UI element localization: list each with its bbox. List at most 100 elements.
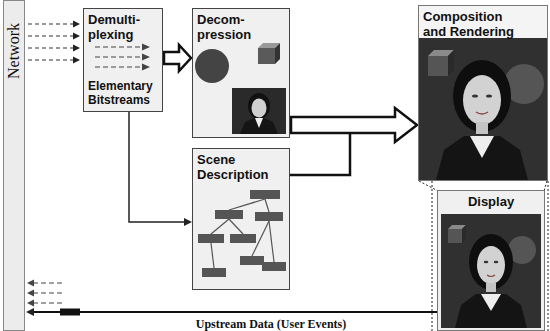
upstream-dashes-part bbox=[27, 290, 34, 297]
rendered-scene-part bbox=[428, 56, 448, 76]
block-arrow bbox=[291, 108, 417, 142]
scene-tree-part bbox=[265, 199, 269, 212]
bitstream-arrows-part bbox=[95, 66, 142, 67]
bitstream-arrows-part bbox=[95, 56, 142, 57]
media-objects-part bbox=[248, 93, 270, 119]
bitstream-arrows bbox=[95, 44, 150, 71]
arrowhead bbox=[73, 57, 80, 64]
connector bbox=[26, 308, 437, 316]
connector bbox=[291, 108, 417, 142]
box-fill-part bbox=[83, 8, 163, 112]
scene-tree-part bbox=[211, 243, 214, 268]
box-fill-part bbox=[418, 5, 548, 181]
process-box: Scene Description bbox=[192, 148, 290, 290]
box-fill bbox=[3, 0, 548, 331]
zoom-lines-part bbox=[548, 181, 549, 331]
display-screen-part bbox=[484, 261, 489, 263]
display-screen-part bbox=[487, 275, 495, 277]
display-screen-part bbox=[462, 225, 466, 243]
dashed-stream bbox=[28, 35, 73, 36]
zoom-lines bbox=[419, 181, 548, 331]
display-screen bbox=[441, 214, 541, 328]
upstream-dashes-part bbox=[27, 300, 34, 307]
connector bbox=[290, 134, 350, 175]
display-screen-part bbox=[455, 294, 527, 328]
scene-tree-part bbox=[229, 199, 265, 210]
box-title: Scene Description bbox=[197, 152, 287, 182]
scene-tree-part bbox=[230, 234, 256, 243]
box-title: Composition and Rendering bbox=[423, 9, 523, 39]
upstream-dashes-part bbox=[27, 280, 34, 287]
arrowhead bbox=[26, 308, 34, 316]
box-fill-part bbox=[192, 8, 290, 138]
media-objects-part bbox=[258, 48, 275, 64]
display-screen-part bbox=[477, 246, 505, 284]
scene-tree-part bbox=[198, 234, 224, 243]
scene-tree-part bbox=[229, 219, 243, 234]
connector bbox=[129, 112, 192, 226]
band-label: Network bbox=[5, 23, 23, 79]
scene-tree bbox=[198, 190, 286, 277]
display-box: Display bbox=[437, 190, 545, 331]
display-screen-part bbox=[486, 283, 496, 292]
connector-label: Upstream Data (User Events) bbox=[193, 317, 350, 331]
scene-tree-part bbox=[211, 219, 229, 234]
rendered-scene-part bbox=[486, 94, 492, 97]
box-fill-part bbox=[192, 148, 290, 290]
bitstream-arrows-part bbox=[142, 44, 150, 51]
dashed-stream bbox=[28, 47, 73, 48]
rendered-scene-part bbox=[436, 136, 528, 180]
display-screen-part bbox=[469, 234, 513, 290]
media-objects bbox=[195, 43, 286, 134]
upstream-dashes-part bbox=[34, 292, 62, 293]
connector bbox=[28, 21, 80, 64]
rendered-scene-part bbox=[463, 75, 501, 125]
box-title: Decom- pression bbox=[197, 12, 277, 42]
bitstream-arrows-part bbox=[142, 54, 150, 61]
scene-tree-part bbox=[269, 221, 274, 262]
dashed-stream bbox=[28, 59, 73, 60]
media-objects-part bbox=[240, 118, 278, 134]
upstream-block bbox=[60, 309, 80, 316]
display-screen-part bbox=[481, 294, 501, 311]
bitstream-arrows-part bbox=[142, 64, 150, 71]
rendered-scene-part bbox=[419, 38, 547, 180]
box-note: Elementary Bitstreams bbox=[88, 79, 160, 107]
scene-tree-part bbox=[215, 210, 243, 219]
media-objects-part bbox=[232, 88, 286, 134]
rendered-scene-part bbox=[448, 50, 454, 76]
display-screen-part bbox=[494, 261, 499, 263]
upstream-line bbox=[33, 311, 437, 313]
rendered-scene bbox=[419, 38, 547, 180]
bitstream-arrows-part bbox=[95, 46, 142, 47]
rendered-scene-part bbox=[453, 60, 511, 132]
scene-tree-part bbox=[250, 190, 280, 199]
zoom-lines-part bbox=[432, 181, 433, 331]
scene-tree-part bbox=[240, 256, 264, 265]
rendered-scene-part bbox=[470, 136, 494, 158]
media-objects-part bbox=[252, 99, 267, 118]
merge-line bbox=[290, 134, 350, 175]
media-objects-part bbox=[255, 118, 263, 128]
process-box: Decom- pression bbox=[192, 8, 290, 138]
display-screen-part bbox=[448, 229, 462, 243]
media-objects-part bbox=[195, 49, 229, 83]
display-screen-part bbox=[441, 214, 541, 328]
scene-tree-part bbox=[255, 212, 283, 221]
connector-line bbox=[129, 112, 185, 222]
block-arrow bbox=[164, 45, 191, 71]
box-title: Display bbox=[438, 194, 544, 209]
zoom-lines-part bbox=[419, 181, 438, 191]
arrowhead bbox=[73, 21, 80, 28]
dashed-stream bbox=[28, 23, 73, 24]
rendered-scene-part bbox=[472, 94, 478, 97]
box-title: Demulti- plexing bbox=[88, 12, 160, 42]
connector bbox=[164, 45, 191, 71]
process-box: Composition and Rendering bbox=[418, 5, 548, 181]
rendered-scene-part bbox=[476, 122, 488, 134]
arrowhead bbox=[184, 218, 192, 226]
upstream-dashes bbox=[27, 280, 62, 307]
upstream-dashes-part bbox=[34, 302, 62, 303]
